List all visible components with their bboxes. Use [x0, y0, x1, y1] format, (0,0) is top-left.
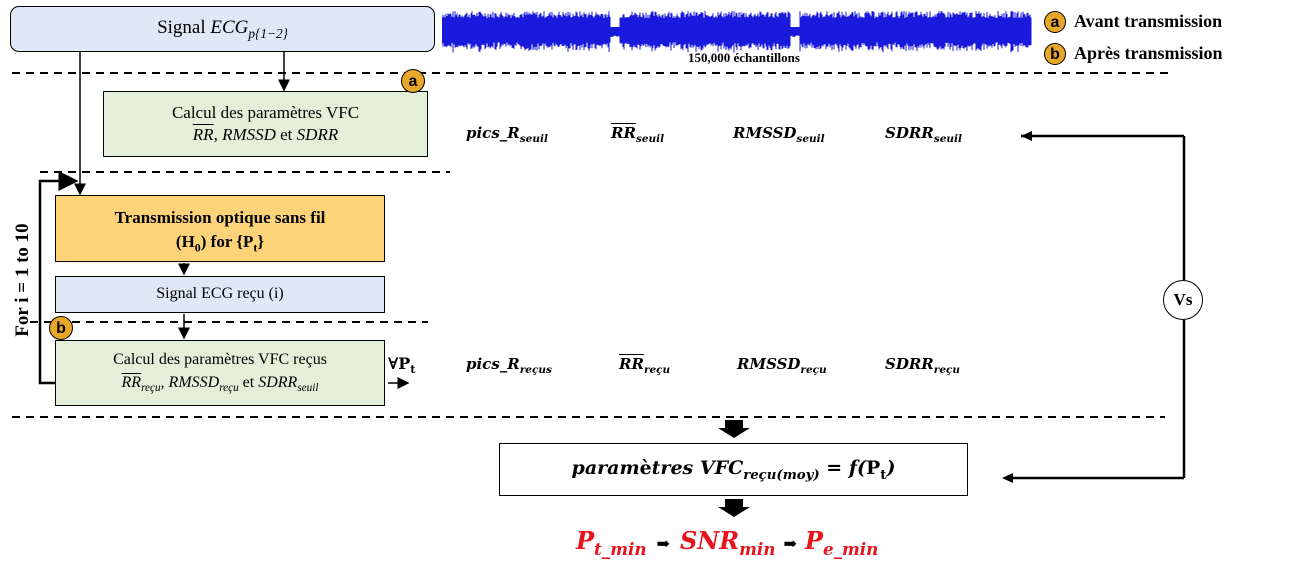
vs-circle: Vs: [1163, 280, 1203, 320]
pt-min: Pt_min: [576, 526, 647, 559]
calc-rr: RR: [192, 125, 214, 144]
param-sdrr-recu: SDRRreçu: [885, 355, 961, 376]
calc-sdrr: SDRR: [296, 125, 339, 144]
signal-ecg-label: ECG: [210, 17, 249, 38]
forall-label: ∀Pt: [388, 354, 416, 377]
legend-avant-transmission: Avant transmission: [1074, 11, 1223, 31]
param-pics-r-seuil: pics_Rseuil: [466, 124, 548, 145]
arrow-1: ➡: [656, 536, 670, 553]
signal-ecg-box: Signal ECGp{1−2}: [10, 6, 435, 52]
result-box: paramètres VFCreçu(moy) = f(Pt): [499, 443, 968, 496]
transmission-box: Transmission optique sans fil (H0) for {…: [55, 195, 385, 262]
vs-label: Vs: [1173, 290, 1193, 309]
pe-min: Pe_min: [804, 526, 879, 559]
calc-received-line2: RRreçu, RMSSDreçu et SDRRseuil: [121, 374, 319, 395]
legend-badge-a: a: [1044, 11, 1066, 33]
ecg-waveform-trace: [442, 11, 1032, 53]
received-signal-box: Signal ECG reçu (i): [55, 276, 385, 313]
param-rmssd-recu: RMSSDreçu: [737, 355, 827, 376]
param-pics-r-recus: pics_Rreçus: [466, 355, 552, 376]
calc-received-box: Calcul des paramètres VFC reçus RRreçu, …: [55, 340, 385, 406]
calc-rmssd: RMSSD: [222, 125, 276, 144]
param-rr-recu: RRreçu: [619, 355, 671, 376]
badge-b: b: [49, 316, 73, 340]
arrow-2: ➡: [783, 536, 797, 553]
calc-params-box: Calcul des paramètres VFC RR, RMSSD et S…: [103, 91, 428, 157]
badge-a: a: [401, 69, 425, 93]
samples-label: 150,000 échantillons: [688, 50, 800, 65]
transmission-line1: Transmission optique sans fil: [114, 208, 326, 227]
param-sdrr-seuil: SDRRseuil: [885, 124, 962, 145]
bottom-formula: Pt_min ➡ SNRmin ➡ Pe_min: [576, 526, 878, 559]
calc-received-line1: Calcul des paramètres VFC reçus: [113, 351, 327, 368]
legend-apres-transmission: Après transmission: [1074, 43, 1223, 63]
param-rmssd-seuil: RMSSDseuil: [733, 124, 825, 145]
snr-min: SNRmin: [679, 526, 776, 559]
calc-params-line1: Calcul des paramètres VFC: [171, 103, 360, 122]
signal-prefix: Signal: [157, 17, 211, 38]
calc-and: et: [275, 125, 297, 144]
ecg-waveform: [442, 11, 1032, 53]
signal-ecg-sub: p{1−2}: [248, 25, 288, 41]
param-rr-seuil: RRseuil: [611, 124, 665, 145]
calc-sep: ,: [213, 125, 223, 144]
loop-label: For i = 1 to 10: [12, 223, 33, 337]
received-signal-label: Signal ECG reçu (i): [156, 285, 284, 302]
transmission-line2: (H0) for {Pt}: [175, 232, 265, 255]
legend-badge-b: b: [1044, 43, 1066, 65]
